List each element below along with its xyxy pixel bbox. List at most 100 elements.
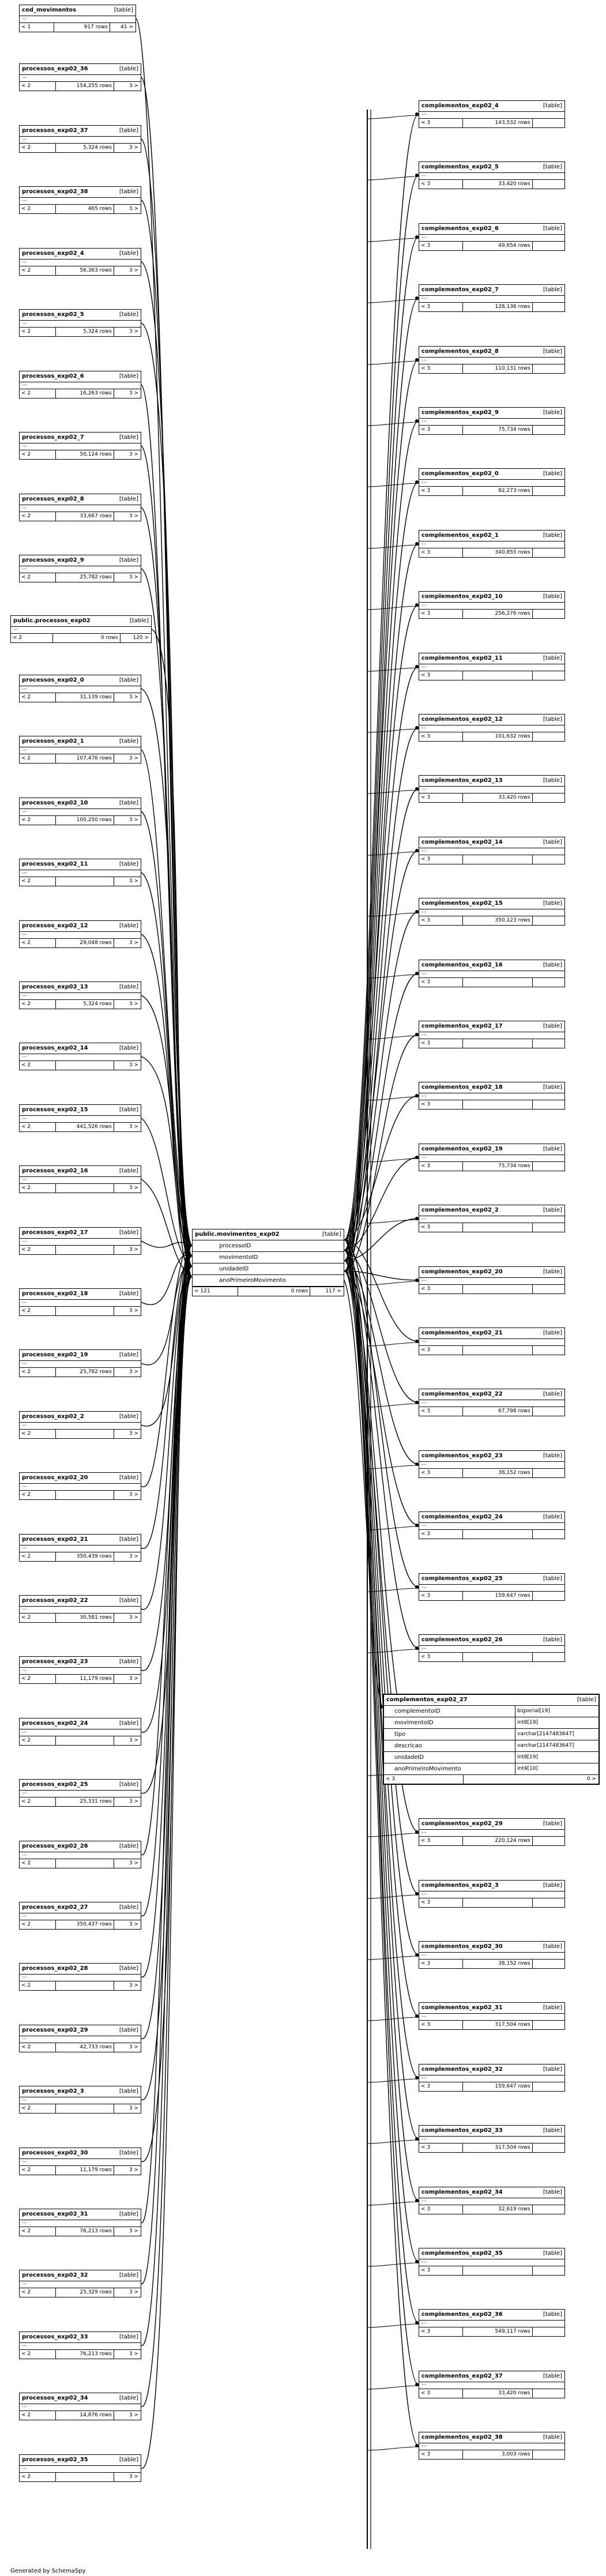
parents-count[interactable]: < 2 bbox=[20, 1368, 56, 1377]
children-count[interactable]: 3 > bbox=[129, 1983, 138, 1988]
parents-count[interactable]: < 2 bbox=[20, 266, 56, 275]
children-count[interactable]: 3 > bbox=[129, 2412, 138, 2418]
children-count[interactable]: 3 > bbox=[129, 1185, 138, 1191]
main-table-column[interactable]: anoPrimeiroMovimento bbox=[193, 1275, 344, 1287]
parents-count[interactable]: < 2 bbox=[20, 512, 56, 521]
parents-count[interactable]: < 2 bbox=[20, 1430, 56, 1438]
children-count[interactable] bbox=[533, 426, 564, 434]
parents-count[interactable]: < 2 bbox=[20, 1736, 56, 1745]
children-count[interactable] bbox=[533, 1592, 564, 1600]
parents-count[interactable]: < 3 bbox=[419, 671, 463, 680]
expanded-table[interactable]: complementos_exp02_27 [table] complement… bbox=[383, 1694, 600, 1785]
children-count[interactable]: 3 > bbox=[129, 2474, 138, 2480]
children-count[interactable] bbox=[533, 2327, 564, 2336]
parents-count[interactable]: < 3 bbox=[419, 1346, 463, 1355]
children-count[interactable]: 3 > bbox=[129, 1431, 138, 1436]
parents-count[interactable]: < 2 bbox=[20, 877, 56, 886]
children-count[interactable]: 3 > bbox=[129, 2351, 138, 2357]
children-count[interactable] bbox=[533, 2389, 564, 2398]
children-count[interactable]: 3 > bbox=[129, 1001, 138, 1007]
parents-count[interactable]: < 2 bbox=[20, 1123, 56, 1131]
children-count[interactable]: 3 > bbox=[129, 2228, 138, 2234]
parents-count[interactable]: < 2 bbox=[20, 144, 56, 152]
parents-count[interactable]: < 3 bbox=[419, 1898, 463, 1907]
parents-count[interactable]: < 3 bbox=[419, 487, 463, 495]
parents-count[interactable]: < 2 bbox=[20, 2411, 56, 2420]
parents-count[interactable]: < 1 bbox=[20, 23, 55, 32]
parents-count[interactable]: < 2 bbox=[20, 1981, 56, 1990]
right-table-complementos-exp02-11[interactable]: complementos_exp02_11[table]...< 3 bbox=[419, 653, 565, 680]
parents-count[interactable]: < 2 bbox=[11, 634, 53, 642]
children-count[interactable] bbox=[533, 2266, 564, 2275]
expanded-table-parents[interactable]: < 3 bbox=[384, 1775, 464, 1784]
parents-count[interactable]: < 2 bbox=[20, 1000, 56, 1009]
children-count[interactable]: 3 > bbox=[129, 1921, 138, 1927]
parents-count[interactable]: < 2 bbox=[20, 2288, 56, 2297]
children-count[interactable]: 3 > bbox=[129, 1554, 138, 1559]
children-count[interactable]: 3 > bbox=[129, 1492, 138, 1498]
children-count[interactable] bbox=[533, 1162, 564, 1171]
parents-count[interactable]: < 3 bbox=[419, 180, 463, 189]
parents-count[interactable]: < 2 bbox=[20, 1246, 56, 1254]
parents-count[interactable]: < 3 bbox=[419, 978, 463, 987]
main-table-column[interactable]: movimentoID bbox=[193, 1252, 344, 1263]
parents-count[interactable]: < 3 bbox=[419, 1162, 463, 1171]
children-count[interactable] bbox=[533, 180, 564, 189]
parents-count[interactable]: < 2 bbox=[20, 1797, 56, 1806]
children-count[interactable]: 3 > bbox=[129, 1676, 138, 1682]
children-count[interactable] bbox=[533, 242, 564, 250]
parents-count[interactable]: < 3 bbox=[419, 1837, 463, 1845]
main-table-column[interactable]: unidadeID bbox=[193, 1263, 344, 1275]
children-count[interactable]: 3 > bbox=[129, 1124, 138, 1130]
children-count[interactable]: 3 > bbox=[129, 1615, 138, 1620]
parents-count[interactable]: < 2 bbox=[20, 205, 56, 213]
main-table-parents[interactable]: < 121 bbox=[193, 1287, 238, 1296]
parents-count[interactable]: < 3 bbox=[419, 242, 463, 250]
children-count[interactable]: 3 > bbox=[129, 1799, 138, 1804]
parents-count[interactable]: < 3 bbox=[419, 426, 463, 434]
children-count[interactable] bbox=[533, 1285, 564, 1293]
children-count[interactable]: 3 > bbox=[129, 268, 138, 273]
parents-count[interactable]: < 2 bbox=[20, 816, 56, 825]
children-count[interactable]: 3 > bbox=[129, 1062, 138, 1068]
main-table-column[interactable]: processoID bbox=[193, 1240, 344, 1252]
children-count[interactable] bbox=[533, 1898, 564, 1907]
children-count[interactable] bbox=[533, 303, 564, 311]
parents-count[interactable]: < 3 bbox=[419, 119, 463, 127]
parents-count[interactable]: < 3 bbox=[419, 1653, 463, 1661]
children-count[interactable] bbox=[533, 1530, 564, 1539]
